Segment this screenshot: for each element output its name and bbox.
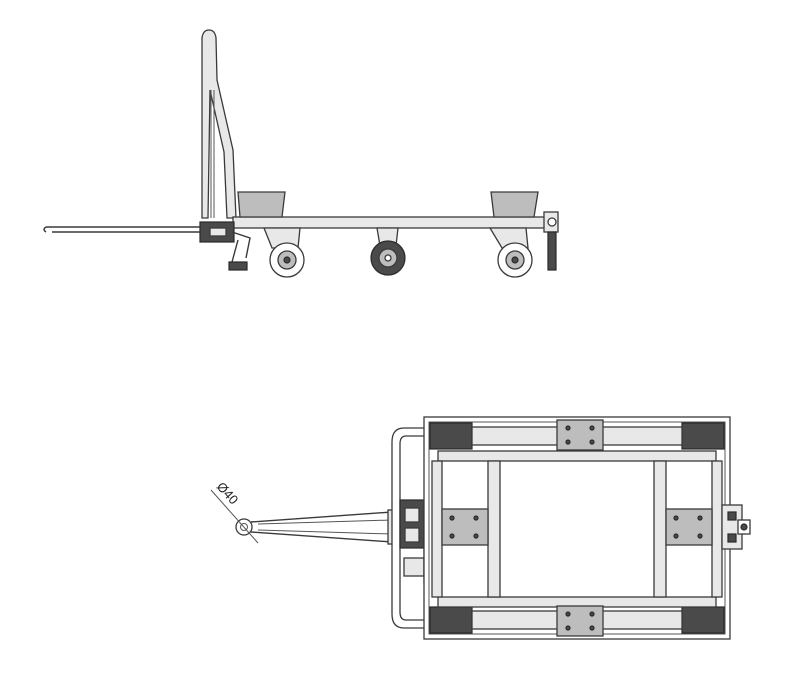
top-corner-box-bl	[429, 606, 473, 634]
side-corner-box-right	[490, 191, 539, 218]
top-caster-plate-top	[556, 419, 604, 451]
top-caster-plate-bottom	[556, 605, 604, 637]
side-wheel-front	[263, 227, 305, 278]
side-frame	[232, 216, 547, 229]
top-view: Ø40	[210, 416, 751, 640]
side-wheel-middle	[370, 227, 406, 276]
side-hitch	[199, 221, 251, 271]
top-corner-box-tl	[429, 422, 473, 450]
top-corner-box-br	[681, 606, 725, 634]
top-brake-pedal	[403, 557, 425, 577]
side-rear-hitch	[543, 211, 559, 271]
side-corner-box-left	[237, 191, 286, 218]
side-tow-bar	[43, 226, 210, 233]
side-view	[43, 29, 559, 278]
top-tow-bar	[235, 509, 399, 545]
top-corner-box-tr	[681, 422, 725, 450]
top-caster-plate-left	[441, 508, 489, 546]
side-brake-pedal	[228, 261, 248, 271]
top-inner-member-right	[653, 460, 667, 598]
diameter-dimension: Ø40	[210, 479, 259, 544]
side-wheel-rear	[488, 227, 533, 278]
side-handle	[201, 29, 237, 219]
diameter-label: Ø40	[214, 479, 242, 507]
top-caster-plate-right	[665, 508, 713, 546]
top-rear-hitch	[721, 504, 751, 550]
top-inner-member-left	[487, 460, 501, 598]
